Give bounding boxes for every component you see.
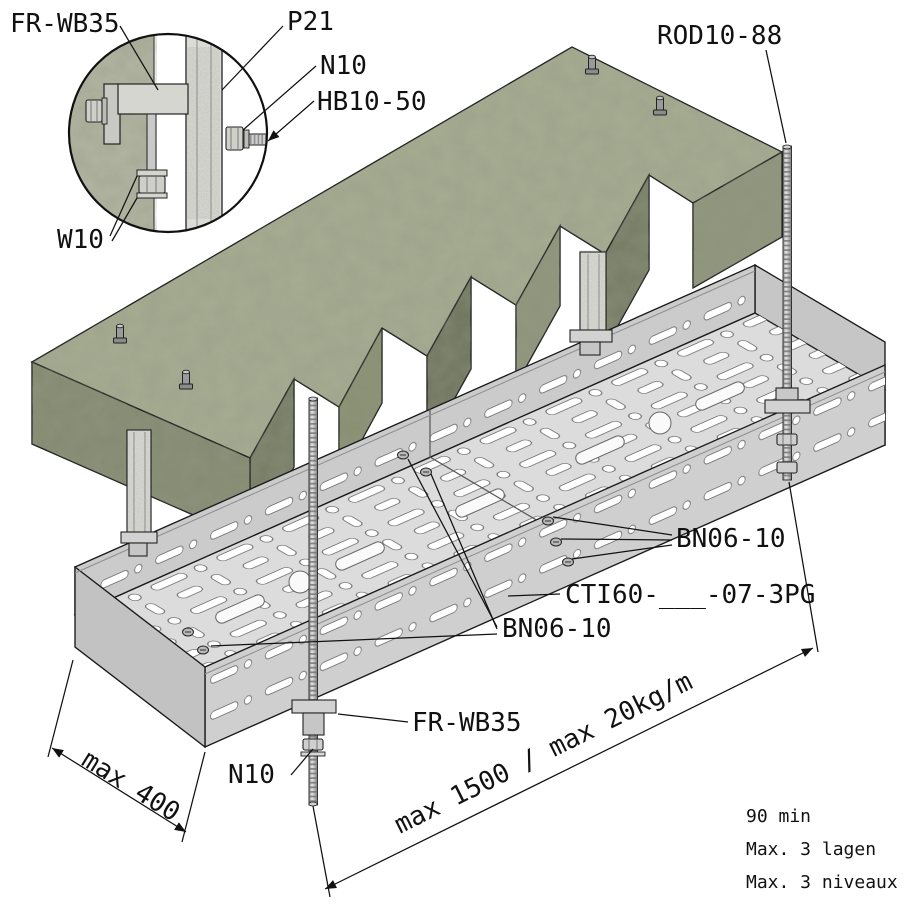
note-max-levels: Max. 3 niveaux: [746, 872, 898, 893]
detail-p21-strut: [185, 34, 223, 232]
notes-block: 90 min Max. 3 lagen Max. 3 niveaux: [746, 806, 898, 893]
label-bn06-10-right: BN06-10: [676, 524, 786, 554]
bn06-screws: [182, 450, 574, 655]
label-rod10-88: ROD10-88: [657, 21, 782, 51]
threaded-rod-right: [764, 144, 811, 481]
label-bn06-10-left: BN06-10: [502, 614, 612, 644]
detail-fr-wb35-bracket: [85, 83, 189, 145]
leader-line: [560, 538, 673, 541]
wall-bracket-middle: [569, 329, 613, 356]
detail-hex-bolt: [225, 126, 267, 151]
label-p21: P21: [287, 7, 334, 37]
leader-line: [507, 593, 561, 597]
detail-hanger-with-washers: [136, 113, 168, 199]
dimension-width-text: max 400: [76, 744, 185, 828]
leader-line: [765, 49, 787, 144]
label-fr-wb35-detail: FR-WB35: [10, 9, 120, 39]
rod-bracket-right: [764, 387, 811, 474]
leader-line: [407, 458, 498, 628]
dimension-length-text: max 1500 / max 20kg/m: [390, 667, 698, 841]
leader-line: [210, 633, 498, 647]
label-hb10-50: HB10-50: [317, 87, 427, 117]
leader-line: [119, 25, 159, 91]
p21-strut-left: [126, 429, 152, 543]
tray-large-slots: [215, 381, 745, 624]
leader-line: [111, 197, 138, 242]
note-fire-rating: 90 min: [746, 806, 811, 827]
label-fr-wb35-bracket: FR-WB35: [412, 708, 522, 738]
wall-bracket-left: [120, 531, 158, 557]
label-n10-detail: N10: [320, 51, 367, 81]
leader-line: [290, 748, 314, 776]
p21-strut-middle: [579, 251, 607, 343]
label-n10-nut: N10: [228, 760, 275, 790]
leader-line: [337, 713, 409, 723]
leader-line: [267, 100, 315, 142]
leader-line: [430, 473, 498, 630]
leader-line: [571, 544, 673, 560]
leader-line: [221, 25, 284, 91]
detail-circle-outline: [67, 32, 269, 234]
label-w10: W10: [57, 225, 104, 255]
leader-line: [242, 65, 317, 131]
leader-line: [552, 516, 673, 536]
rod-bracket-middle: [291, 699, 337, 757]
note-max-layers: Max. 3 lagen: [746, 839, 876, 860]
label-tray-type: CTI60-___-07-3PG: [565, 580, 815, 610]
detail-callout: [67, 32, 269, 234]
leader-line: [109, 175, 138, 237]
